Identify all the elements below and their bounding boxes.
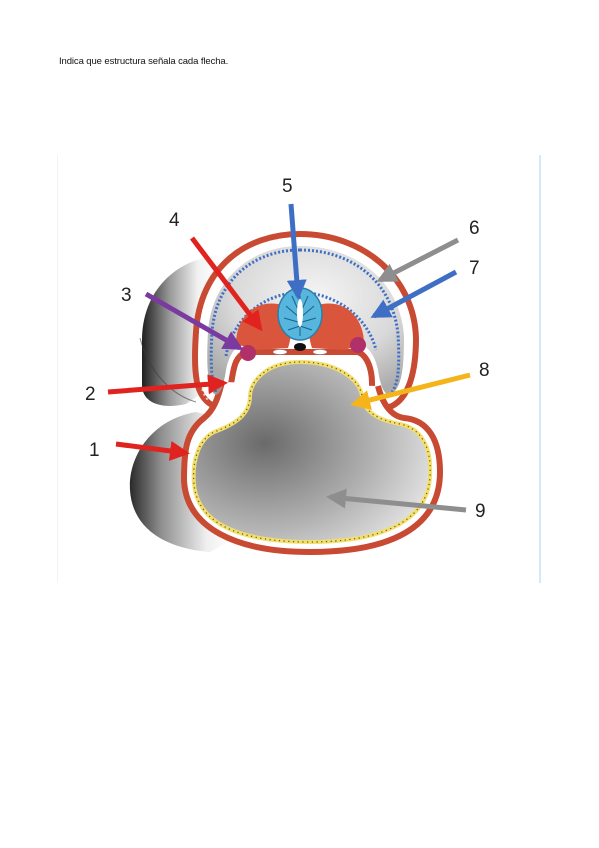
arrow-1 [115, 441, 190, 461]
arrow-7 [370, 269, 458, 319]
neural-tube [277, 287, 323, 341]
notochord-aortae [272, 343, 328, 355]
frame-left-edge [57, 155, 58, 583]
arrow-4 [190, 236, 263, 332]
label-6: 6 [469, 218, 480, 239]
arrow-8 [350, 372, 471, 410]
label-5: 5 [282, 176, 293, 197]
frame-right-edge [539, 155, 541, 583]
arrow-6 [376, 237, 460, 283]
number-labels: 1 2 3 4 5 6 7 8 9 [85, 176, 490, 522]
label-2: 2 [85, 384, 96, 405]
amnion-membrane [209, 248, 301, 393]
arrow-9 [326, 488, 467, 513]
arrow-3 [144, 291, 244, 351]
label-8: 8 [479, 360, 490, 381]
intermediate-mesoderm [240, 337, 366, 361]
arrows [107, 203, 471, 513]
label-3: 3 [121, 285, 132, 306]
arrow-2 [107, 374, 228, 395]
label-9: 9 [475, 501, 486, 522]
yolk-sac-cavity [193, 362, 431, 542]
label-7: 7 [469, 258, 480, 279]
instruction-text: Indica que estructura señala cada flecha… [59, 56, 229, 67]
arrow-5 [286, 203, 307, 300]
label-1: 1 [89, 440, 100, 461]
label-4: 4 [169, 210, 180, 231]
